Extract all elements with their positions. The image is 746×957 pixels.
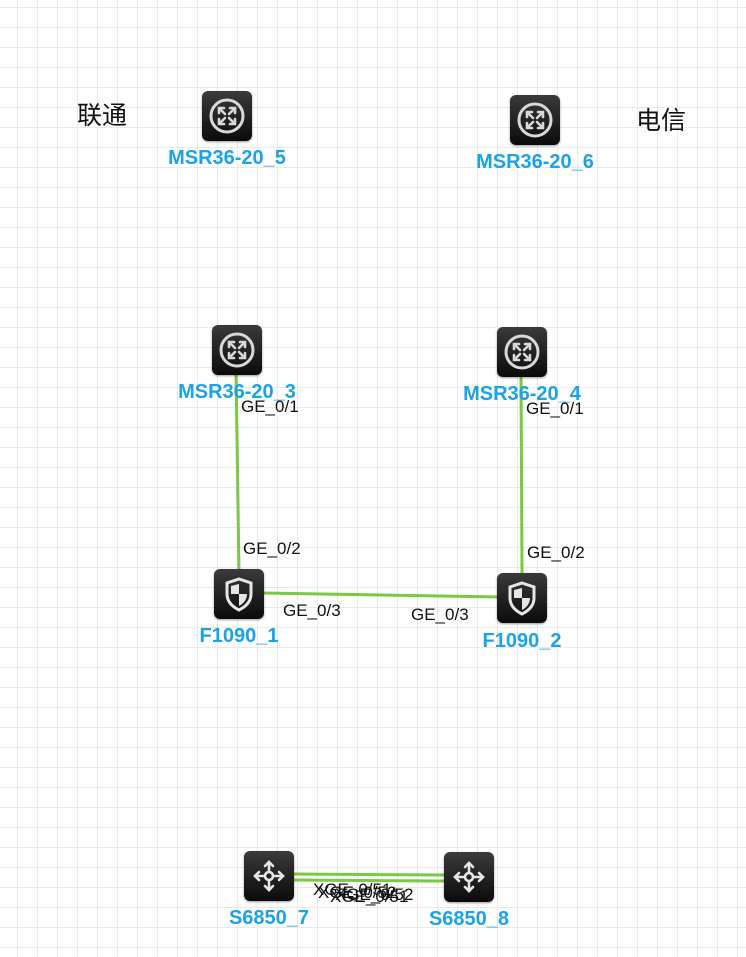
router-icon: [202, 91, 252, 141]
device-label-sw8: S6850_8: [428, 908, 510, 930]
router-msr36-20-5[interactable]: [202, 91, 254, 143]
port-label: GE_0/1: [526, 399, 584, 418]
router-msr36-20-3[interactable]: [212, 325, 264, 377]
router-msr36-20-4[interactable]: [497, 327, 549, 379]
router-icon: [510, 95, 560, 145]
switch-s6850-8[interactable]: [444, 852, 496, 904]
link-sw7-sw8-b[interactable]: [291, 878, 447, 883]
link-fw1-fw2[interactable]: [261, 591, 501, 599]
router-icon: [212, 325, 262, 375]
router-msr36-20-6[interactable]: [510, 95, 562, 147]
device-label-msr3: MSR36-20_3: [178, 381, 296, 403]
port-label: GE_0/3: [283, 601, 341, 620]
device-label-msr5: MSR36-20_5: [168, 147, 286, 169]
isp-label-unicom: 联通: [77, 101, 128, 130]
device-label-fw2: F1090_2: [482, 630, 562, 652]
link-sw7-sw8-a[interactable]: [291, 872, 447, 877]
port-label: GE_0/3: [411, 605, 469, 624]
router-icon: [497, 327, 547, 377]
switch-s6850-7[interactable]: [244, 851, 296, 903]
port-label: XGE_0/52: [318, 883, 397, 902]
switch-icon: [244, 851, 294, 901]
port-label: GE_0/2: [527, 543, 585, 562]
device-label-msr4: MSR36-20_4: [463, 383, 581, 405]
link-msr4-fw2[interactable]: [519, 371, 524, 576]
link-msr3-fw1[interactable]: [234, 369, 241, 574]
device-label-fw1: F1090_1: [199, 625, 279, 647]
switch-icon: [444, 852, 494, 902]
port-label: XGE_0/51: [330, 887, 409, 906]
firewall-f1090-1[interactable]: [214, 569, 266, 621]
port-label: GE_0/2: [243, 539, 301, 558]
firewall-icon: [497, 573, 547, 623]
firewall-f1090-2[interactable]: [497, 573, 549, 625]
firewall-icon: [214, 569, 264, 619]
device-label-sw7: S6850_7: [228, 907, 310, 929]
port-label: XGE_0/52: [335, 885, 414, 904]
isp-label-telecom: 电信: [636, 106, 687, 135]
port-label: XGE_0/51: [313, 880, 392, 899]
device-label-msr6: MSR36-20_6: [476, 151, 594, 173]
port-label: GE_0/1: [241, 397, 299, 416]
